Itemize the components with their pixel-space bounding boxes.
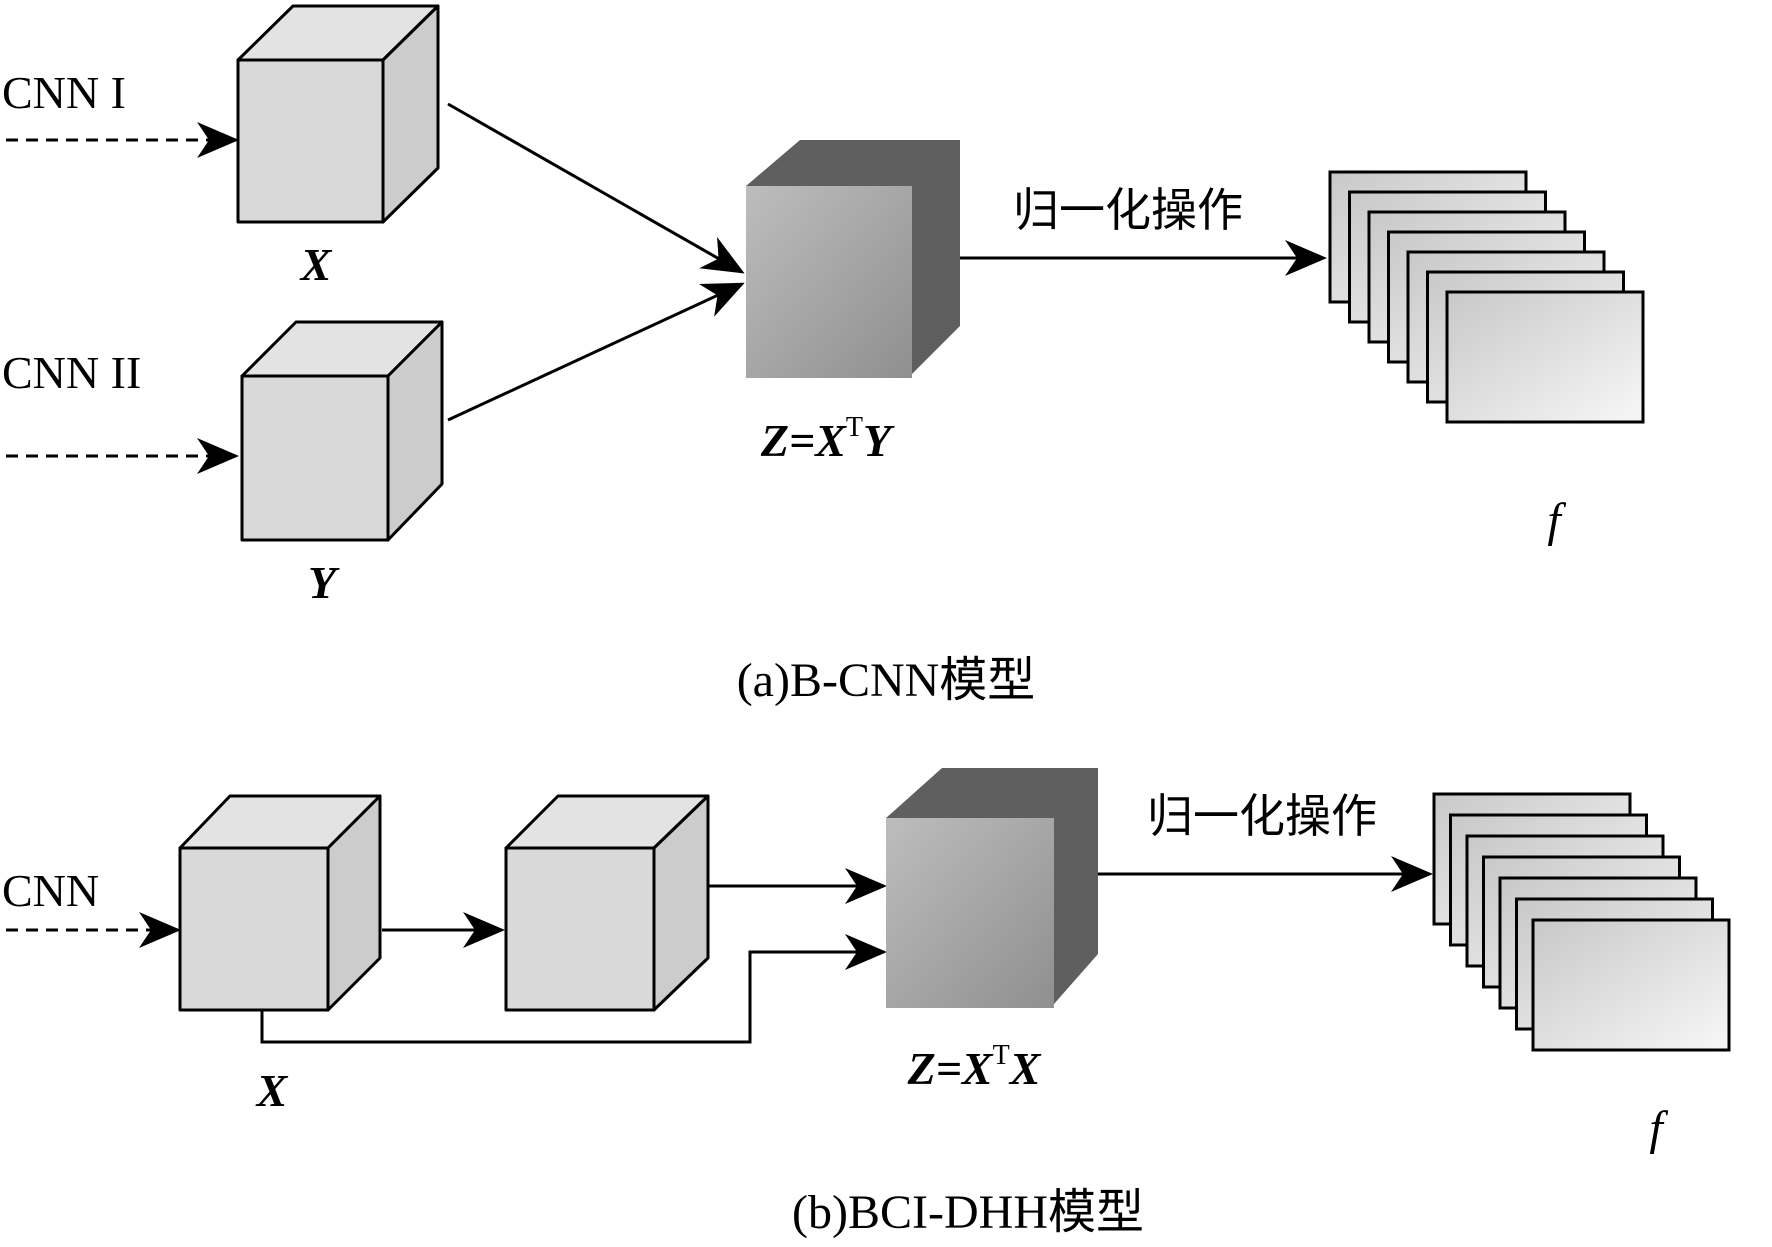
cube-y <box>240 320 444 542</box>
formula-a-z: Z <box>760 415 789 466</box>
cube-y-label: Y <box>308 557 340 608</box>
cube-b-second-front-face <box>504 846 656 1012</box>
panel-b: CNN X Z=XTX 归一化操作 f <box>2 768 1731 1239</box>
normalization-label-a: 归一化操作 <box>1013 183 1243 237</box>
cube-b-x <box>178 794 382 1012</box>
formula-b-x2: X <box>1008 1043 1042 1094</box>
output-sheet-stack-b <box>1432 792 1731 1052</box>
output-label-a: f <box>1547 494 1566 547</box>
cube-x <box>236 4 440 224</box>
formula-a-sup: T <box>846 412 863 443</box>
output-sheet-stack-a <box>1328 170 1645 424</box>
cube-b-second <box>504 794 710 1012</box>
product-block-a-shadow <box>746 140 960 374</box>
output-a-sheet-7 <box>1445 290 1645 424</box>
product-formula-b: Z=XTX <box>907 1040 1042 1094</box>
product-block-a <box>746 140 960 378</box>
cube-x-label: X <box>299 239 333 290</box>
normalization-label-b: 归一化操作 <box>1147 789 1377 843</box>
product-formula-a: Z=XTY <box>760 412 895 466</box>
panel-a: CNN I CNN II X Y Z=XTY 归一化操作 <box>2 4 1645 707</box>
formula-a-x: X <box>813 415 847 466</box>
formula-b-sup: T <box>993 1040 1010 1071</box>
product-block-b-shadow <box>886 768 1098 1004</box>
caption-a: (a)B-CNN模型 <box>737 654 1036 707</box>
caption-b: (b)BCI-DHH模型 <box>792 1186 1144 1239</box>
input-label-cnn-2: CNN II <box>2 347 141 398</box>
product-block-b <box>886 768 1098 1008</box>
cube-b-x-label: X <box>255 1065 289 1116</box>
formula-b-x: X <box>960 1043 994 1094</box>
arrow-x-to-product <box>447 102 745 274</box>
output-label-b: f <box>1649 1102 1668 1155</box>
cube-x-front-face <box>236 58 385 224</box>
cube-y-front-face <box>240 374 390 542</box>
formula-a-y: Y <box>863 415 895 466</box>
output-b-sheet-7 <box>1531 918 1731 1052</box>
product-block-a-front <box>746 186 912 378</box>
cube-b-x-front-face <box>178 846 330 1012</box>
input-label-cnn: CNN <box>2 865 99 916</box>
formula-b-z: Z <box>907 1043 936 1094</box>
formula-b-eq: = <box>936 1043 962 1094</box>
arrow-y-to-product <box>447 282 745 422</box>
product-block-b-front <box>886 818 1054 1008</box>
formula-a-eq: = <box>789 415 815 466</box>
skip-connection-arrow <box>260 934 887 1044</box>
input-label-cnn-1: CNN I <box>2 67 126 118</box>
